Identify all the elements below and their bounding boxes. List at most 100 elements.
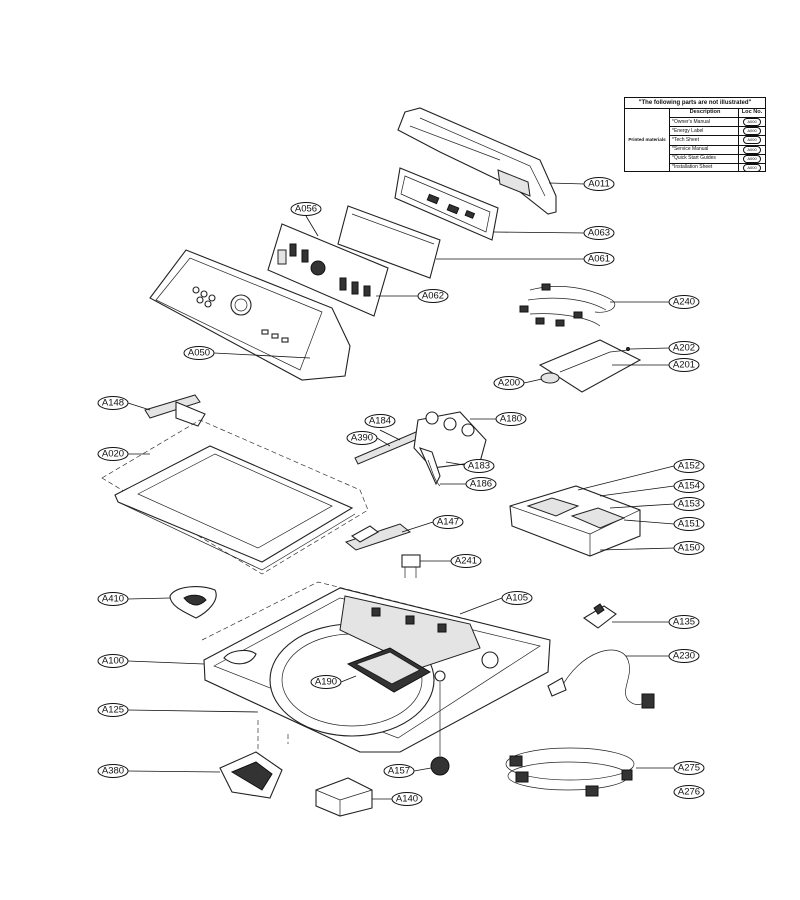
- svg-text:A061: A061: [588, 254, 610, 265]
- part-a011-backguard-cover: [397, 107, 557, 215]
- svg-text:A154: A154: [678, 481, 700, 492]
- table-title: "The following parts are not illustrated…: [625, 98, 765, 109]
- part-a180-water-valve-assembly: [354, 411, 487, 487]
- svg-text:A050: A050: [188, 348, 210, 359]
- svg-text:A202: A202: [673, 343, 695, 354]
- part-a020-lid: [101, 419, 369, 575]
- svg-text:A105: A105: [506, 593, 528, 604]
- svg-text:A241: A241: [455, 556, 477, 567]
- callout-a184: A184: [364, 414, 396, 428]
- callout-a201: A201: [668, 358, 700, 372]
- callout-a190: A190: [310, 675, 342, 689]
- svg-text:A063: A063: [588, 228, 610, 239]
- row-loc: A000: [743, 145, 761, 154]
- svg-text:A153: A153: [678, 499, 700, 510]
- callout-a011: A011: [583, 177, 615, 191]
- callout-a152: A152: [673, 459, 705, 473]
- part-a275-inlet-hoses: [505, 747, 635, 797]
- svg-text:A140: A140: [396, 794, 418, 805]
- svg-text:A062: A062: [422, 291, 444, 302]
- callout-a240: A240: [668, 295, 700, 309]
- callout-a380: A380: [97, 764, 129, 778]
- row-description: *Energy Label: [670, 127, 739, 136]
- header-description: Description: [670, 109, 739, 118]
- header-loc: Loc No.: [741, 109, 763, 116]
- svg-text:A190: A190: [315, 677, 337, 688]
- part-a140-lid-switch: [315, 777, 373, 817]
- callout-a202: A202: [668, 341, 700, 355]
- svg-text:A184: A184: [369, 416, 391, 427]
- svg-text:A150: A150: [678, 543, 700, 554]
- svg-text:A125: A125: [102, 705, 124, 716]
- callout-a062: A062: [417, 289, 449, 303]
- part-a230-power-cord: [547, 649, 655, 709]
- part-a241-connector: [401, 554, 421, 578]
- svg-text:A410: A410: [102, 594, 124, 605]
- svg-text:A152: A152: [678, 461, 700, 472]
- svg-text:A180: A180: [500, 414, 522, 425]
- callout-a410: A410: [97, 592, 129, 606]
- callout-a241: A241: [450, 554, 482, 568]
- part-a190-bleach-dispenser: [346, 647, 431, 693]
- svg-text:A186: A186: [470, 479, 492, 490]
- callout-a150: A150: [673, 541, 705, 555]
- svg-text:A183: A183: [468, 461, 490, 472]
- svg-text:A157: A157: [388, 766, 410, 777]
- part-a157-cap: [430, 670, 450, 776]
- part-a150-dispenser-drawer: [509, 485, 641, 557]
- svg-text:A135: A135: [673, 617, 695, 628]
- row-loc: A000: [743, 136, 761, 145]
- part-a147-lid-hinge: [344, 523, 412, 551]
- part-a063-pcb-housing: [394, 167, 499, 241]
- svg-text:A240: A240: [673, 297, 695, 308]
- svg-text:A380: A380: [102, 766, 124, 777]
- svg-text:A020: A020: [102, 449, 124, 460]
- svg-text:A148: A148: [102, 398, 124, 409]
- table-row: *Owner's Manual A000: [670, 118, 765, 128]
- callout-a390: A390: [346, 431, 378, 445]
- part-a148-lid-hinge: [144, 394, 206, 427]
- row-description: *Owner's Manual: [670, 118, 739, 127]
- table-row: *Quick Start Guides A000: [670, 154, 765, 164]
- callout-a276: A276: [673, 785, 705, 799]
- not-illustrated-parts-table: "The following parts are not illustrated…: [624, 97, 766, 172]
- callout-a148: A148: [97, 396, 129, 410]
- callout-a151: A151: [673, 517, 705, 531]
- svg-text:A011: A011: [588, 179, 609, 190]
- row-loc: A000: [743, 118, 761, 127]
- callout-a180: A180: [495, 412, 527, 426]
- callout-a105: A105: [501, 591, 533, 605]
- callout-a020: A020: [97, 447, 129, 461]
- callout-a153: A153: [673, 497, 705, 511]
- svg-text:A276: A276: [678, 787, 700, 798]
- callout-a275: A275: [673, 761, 705, 775]
- callout-a200: A200: [493, 376, 525, 390]
- svg-text:A390: A390: [351, 433, 373, 444]
- table-row: *Service Manual A000: [670, 145, 765, 155]
- callout-a140: A140: [391, 792, 423, 806]
- part-a061-pcb-cover: [337, 205, 441, 279]
- callout-a135: A135: [668, 615, 700, 629]
- callout-a183: A183: [463, 459, 495, 473]
- svg-text:A275: A275: [678, 763, 700, 774]
- svg-text:A100: A100: [102, 656, 124, 667]
- row-loc: A000: [743, 127, 761, 136]
- callout-a125: A125: [97, 703, 129, 717]
- part-a240-wire-harness: [519, 283, 616, 327]
- table-header-row: Description Loc No.: [670, 109, 765, 119]
- callout-a061: A061: [583, 252, 615, 266]
- callout-a230: A230: [668, 649, 700, 663]
- callout-a100: A100: [97, 654, 129, 668]
- row-description: *Quick Start Guides: [670, 154, 739, 163]
- row-description: *Tech Sheet: [670, 136, 739, 145]
- callout-a050: A050: [183, 346, 215, 360]
- callout-a157: A157: [383, 764, 415, 778]
- callout-a147: A147: [432, 515, 464, 529]
- row-description: *Service Manual: [670, 145, 739, 154]
- row-description: *Installation Sheet: [670, 163, 739, 172]
- part-a062-main-pcb: [267, 223, 389, 317]
- svg-text:A147: A147: [437, 517, 459, 528]
- svg-text:A230: A230: [673, 651, 695, 662]
- row-loc: A000: [743, 154, 761, 163]
